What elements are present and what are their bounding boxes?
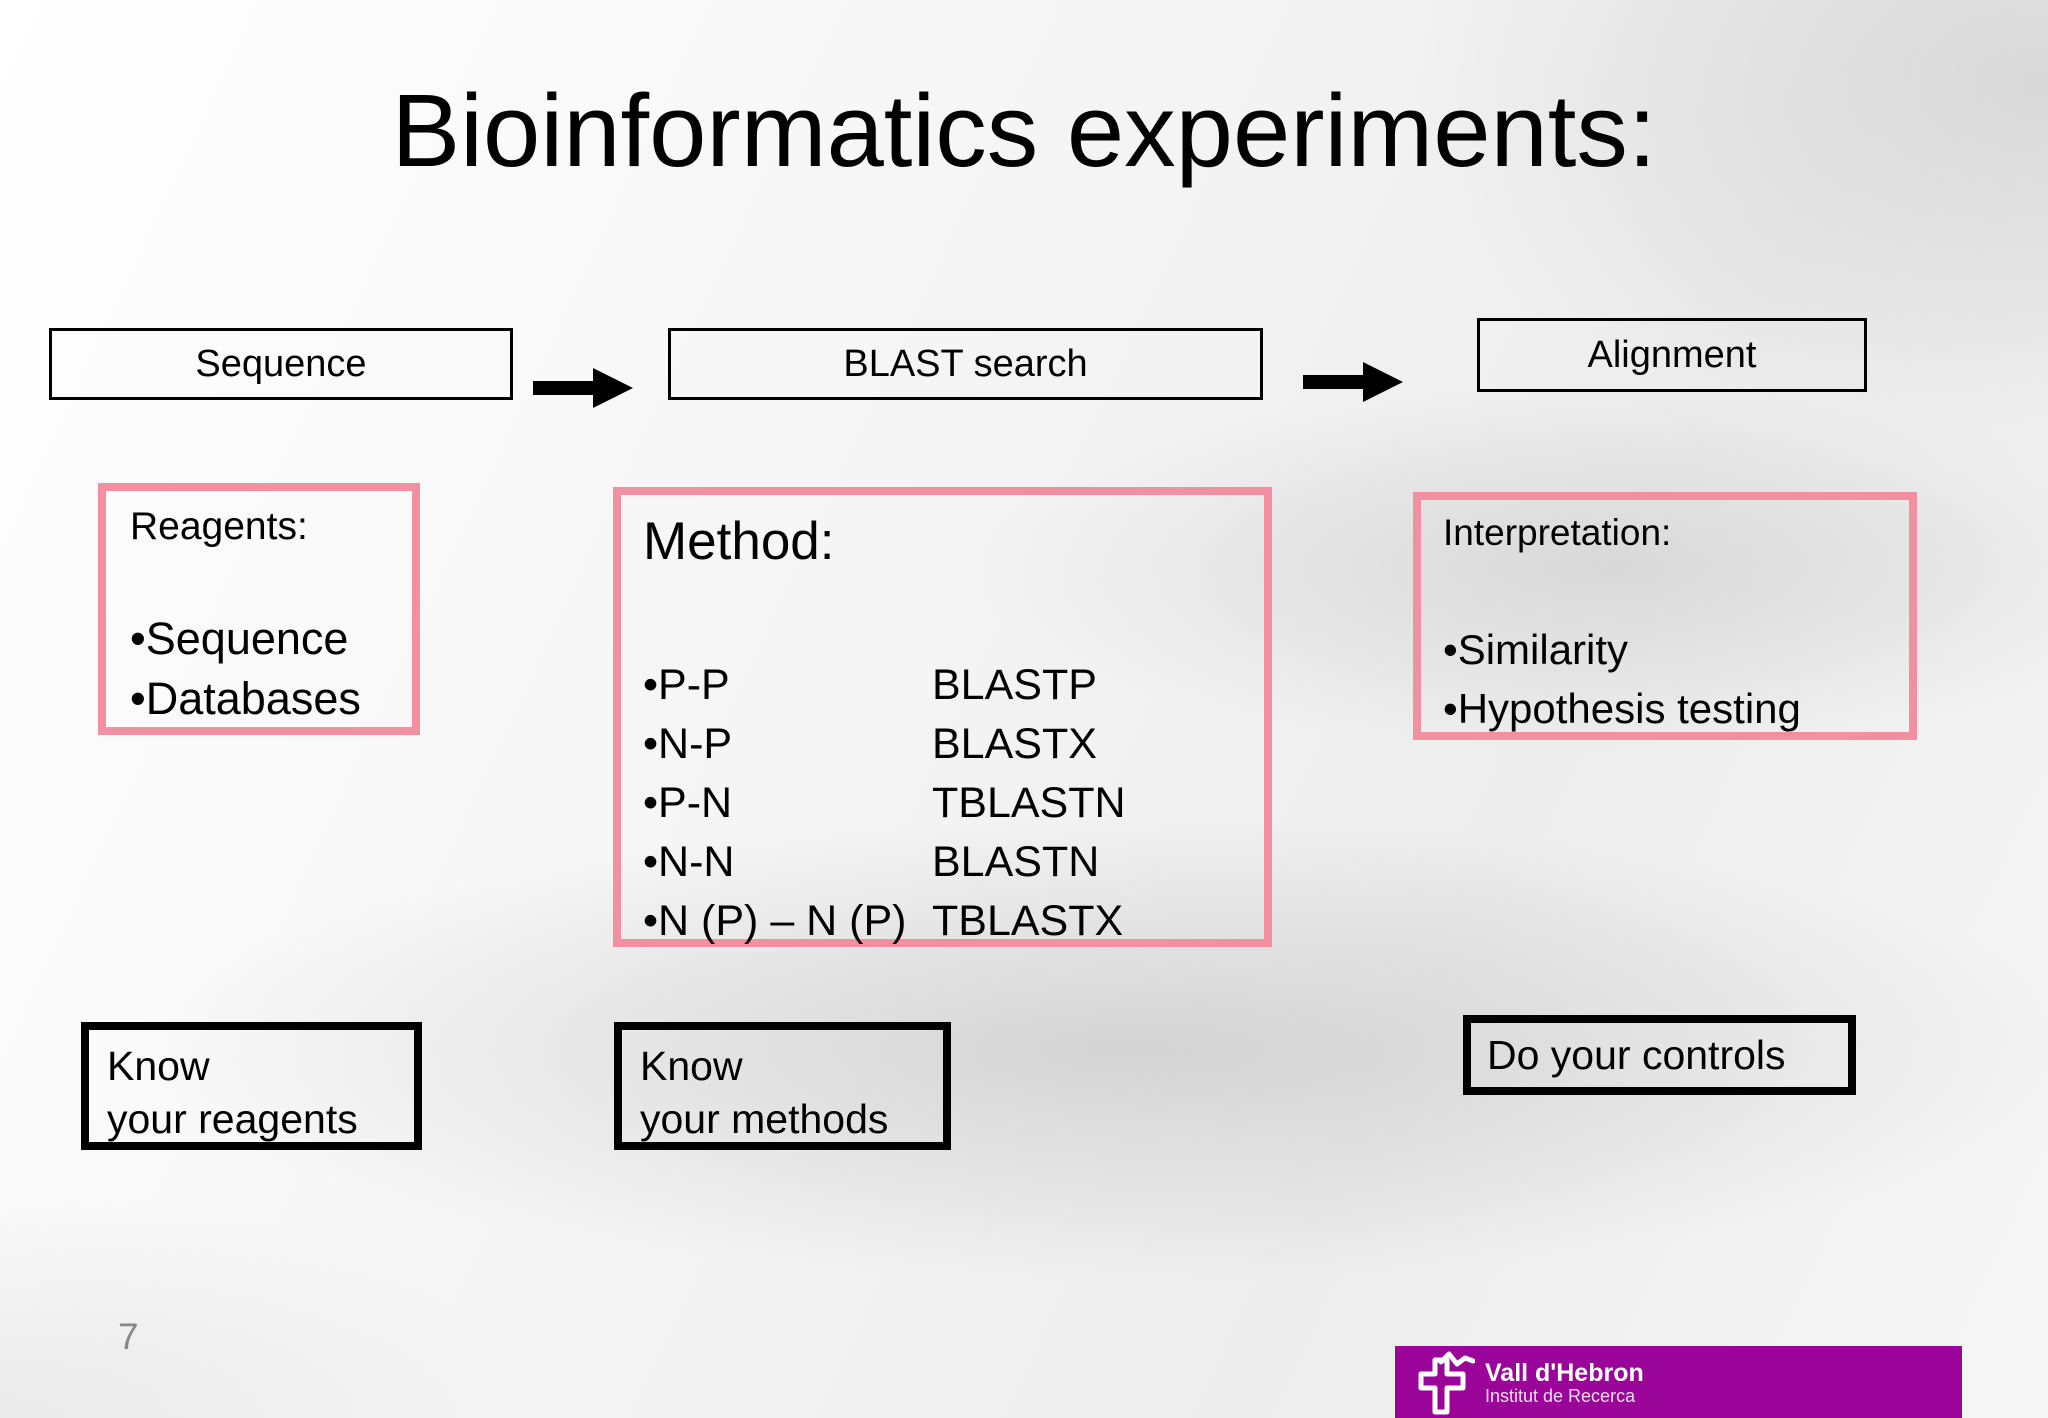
method-pair: •N (P) – N (P) [643, 897, 907, 945]
panel-method-title: Method: [643, 512, 835, 571]
list-item: •Similarity [1443, 626, 1629, 673]
method-row: •N-P BLASTX [643, 715, 1264, 774]
flow-box-blast-search: BLAST search [668, 328, 1263, 400]
method-row: •P-N TBLASTN [643, 774, 1264, 833]
panel-reagents: Reagents: •Sequence •Databases [98, 483, 420, 735]
panel-method-rows: •P-P BLASTP •N-P BLASTX •P-N TBLASTN •N-… [643, 656, 1264, 951]
method-tool: TBLASTX [932, 897, 1124, 945]
panel-interpretation-title: Interpretation: [1443, 512, 1672, 553]
logo-text: Vall d'Hebron Institut de Recerca [1485, 1360, 1644, 1406]
logo-title: Vall d'Hebron [1485, 1359, 1644, 1387]
vall-dhebron-logo: Vall d'Hebron Institut de Recerca [1395, 1346, 1962, 1418]
method-tool: BLASTN [932, 838, 1100, 886]
arrow-right-icon [1303, 362, 1403, 402]
vall-dhebron-cross-icon [1418, 1351, 1475, 1415]
method-tool: TBLASTN [932, 779, 1126, 827]
flow-box-blast-search-label: BLAST search [843, 342, 1088, 385]
method-row: •P-P BLASTP [643, 656, 1264, 715]
note-line: your reagents [107, 1096, 358, 1142]
flow-box-sequence: Sequence [49, 328, 513, 400]
note-line: Know [107, 1043, 210, 1089]
list-item: •Sequence [130, 613, 349, 664]
method-row: •N (P) – N (P) TBLASTX [643, 892, 1264, 951]
slide-title: Bioinformatics experiments: [391, 73, 1657, 188]
flow-box-alignment-label: Alignment [1587, 333, 1757, 376]
panel-interpretation: Interpretation: •Similarity •Hypothesis … [1413, 492, 1917, 740]
page-number: 7 [118, 1316, 139, 1357]
arrow-shaft [533, 381, 593, 395]
note-line: Do your controls [1487, 1031, 1786, 1078]
arrow-head [1363, 362, 1403, 402]
arrow-shaft [1303, 375, 1363, 389]
note-do-your-controls: Do your controls [1463, 1015, 1856, 1095]
panel-method: Method: •P-P BLASTP •N-P BLASTX •P-N TBL… [613, 487, 1272, 947]
logo-subtitle: Institut de Recerca [1485, 1386, 1636, 1406]
list-item: •Databases [130, 673, 361, 724]
flow-box-sequence-label: Sequence [195, 342, 367, 385]
note-know-your-reagents: Know your reagents [81, 1022, 422, 1150]
arrow-head [593, 368, 633, 408]
panel-reagents-title: Reagents: [130, 505, 308, 548]
method-tool: BLASTX [932, 720, 1097, 768]
note-line: your methods [640, 1096, 889, 1142]
method-tool: BLASTP [932, 661, 1097, 709]
method-pair: •P-P [643, 661, 730, 709]
note-know-your-methods: Know your methods [614, 1022, 951, 1150]
panel-reagents-items: •Sequence •Databases [130, 609, 412, 729]
method-pair: •N-P [643, 720, 733, 768]
note-line: Know [640, 1043, 743, 1089]
flow-box-alignment: Alignment [1477, 318, 1867, 392]
method-pair: •P-N [643, 779, 733, 827]
arrow-right-icon [533, 368, 633, 408]
method-pair: •N-N [643, 838, 735, 886]
list-item: •Hypothesis testing [1443, 685, 1801, 732]
method-row: •N-N BLASTN [643, 833, 1264, 892]
panel-interpretation-items: •Similarity •Hypothesis testing [1443, 620, 1909, 738]
